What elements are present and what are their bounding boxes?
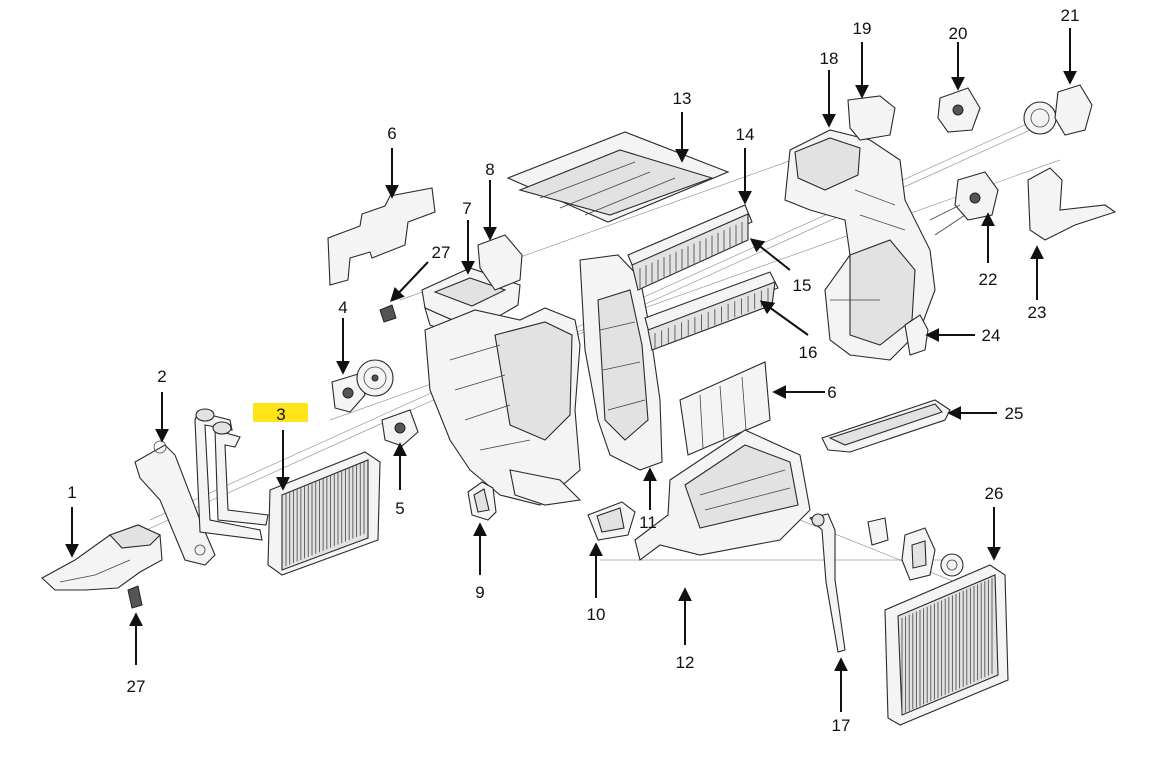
callout-label-11: 11 — [639, 513, 657, 532]
callout-label-3: 3 — [276, 405, 285, 424]
callout-labels: 1 2 3 4 5 6 6 7 8 9 10 11 12 13 14 15 16… — [67, 6, 1079, 735]
callout-label-9: 9 — [475, 583, 484, 602]
part-1-duct — [41, 524, 163, 591]
callout-label-21: 21 — [1061, 6, 1080, 25]
part-9-seal — [467, 481, 497, 521]
part-3-heater-core — [267, 451, 381, 576]
callout-label-24: 24 — [982, 326, 1001, 345]
leader-arrows — [65, 28, 1077, 712]
part-20-actuator — [937, 87, 981, 133]
part-12-lower-case — [634, 429, 811, 561]
part-2-bracket — [134, 440, 216, 566]
part-19-bracket — [847, 95, 896, 141]
callout-label-6-lower: 6 — [827, 383, 836, 402]
blower-wheel — [356, 359, 394, 397]
part-13-filter-cover — [506, 131, 730, 223]
callout-label-13: 13 — [673, 89, 692, 108]
callout-label-19: 19 — [853, 19, 872, 38]
part-27-clip-upper — [379, 304, 397, 323]
callout-label-23: 23 — [1028, 303, 1047, 322]
callout-label-15: 15 — [793, 276, 812, 295]
part-17-pipe — [808, 513, 846, 653]
callout-label-26: 26 — [985, 484, 1004, 503]
callout-label-7: 7 — [462, 199, 471, 218]
part-8-bracket — [477, 234, 523, 291]
callout-label-22: 22 — [979, 270, 998, 289]
callout-label-25: 25 — [1005, 404, 1024, 423]
part-25-duct — [821, 399, 951, 453]
expansion-valve-fittings — [867, 517, 964, 581]
callout-label-12: 12 — [676, 653, 695, 672]
part-21-actuator — [1023, 84, 1093, 136]
heater-pipes — [194, 408, 269, 541]
callout-label-6-upper: 6 — [387, 124, 396, 143]
callout-label-8: 8 — [485, 160, 494, 179]
part-26-evaporator — [884, 564, 1009, 726]
part-22-actuator — [929, 171, 999, 236]
part-27-clip-lower — [127, 585, 143, 609]
part-6-upper-panel — [327, 187, 436, 286]
callout-label-2: 2 — [157, 367, 166, 386]
part-14-filter — [627, 204, 753, 291]
callout-label-20: 20 — [949, 24, 968, 43]
callout-label-14: 14 — [736, 125, 755, 144]
main-housing-left — [424, 307, 582, 506]
part-11-center-housing — [579, 254, 663, 471]
callout-label-27-lower: 27 — [127, 677, 146, 696]
part-16-filter — [644, 271, 779, 351]
part-23-duct — [1027, 167, 1117, 241]
part-18-right-housing — [784, 129, 936, 361]
callout-label-16: 16 — [799, 343, 818, 362]
callout-label-10: 10 — [587, 605, 606, 624]
callout-label-27-upper: 27 — [432, 243, 451, 262]
callout-label-17: 17 — [832, 716, 851, 735]
label-3-highlight — [253, 403, 308, 422]
callout-label-18: 18 — [820, 49, 839, 68]
part-6-lower-panel — [679, 361, 771, 456]
callout-label-1: 1 — [67, 483, 76, 502]
callout-label-5: 5 — [395, 499, 404, 518]
part-5-actuator — [381, 409, 419, 447]
part-10-seal — [587, 501, 636, 541]
part-4-actuator — [331, 373, 366, 413]
callout-label-4: 4 — [338, 298, 347, 317]
